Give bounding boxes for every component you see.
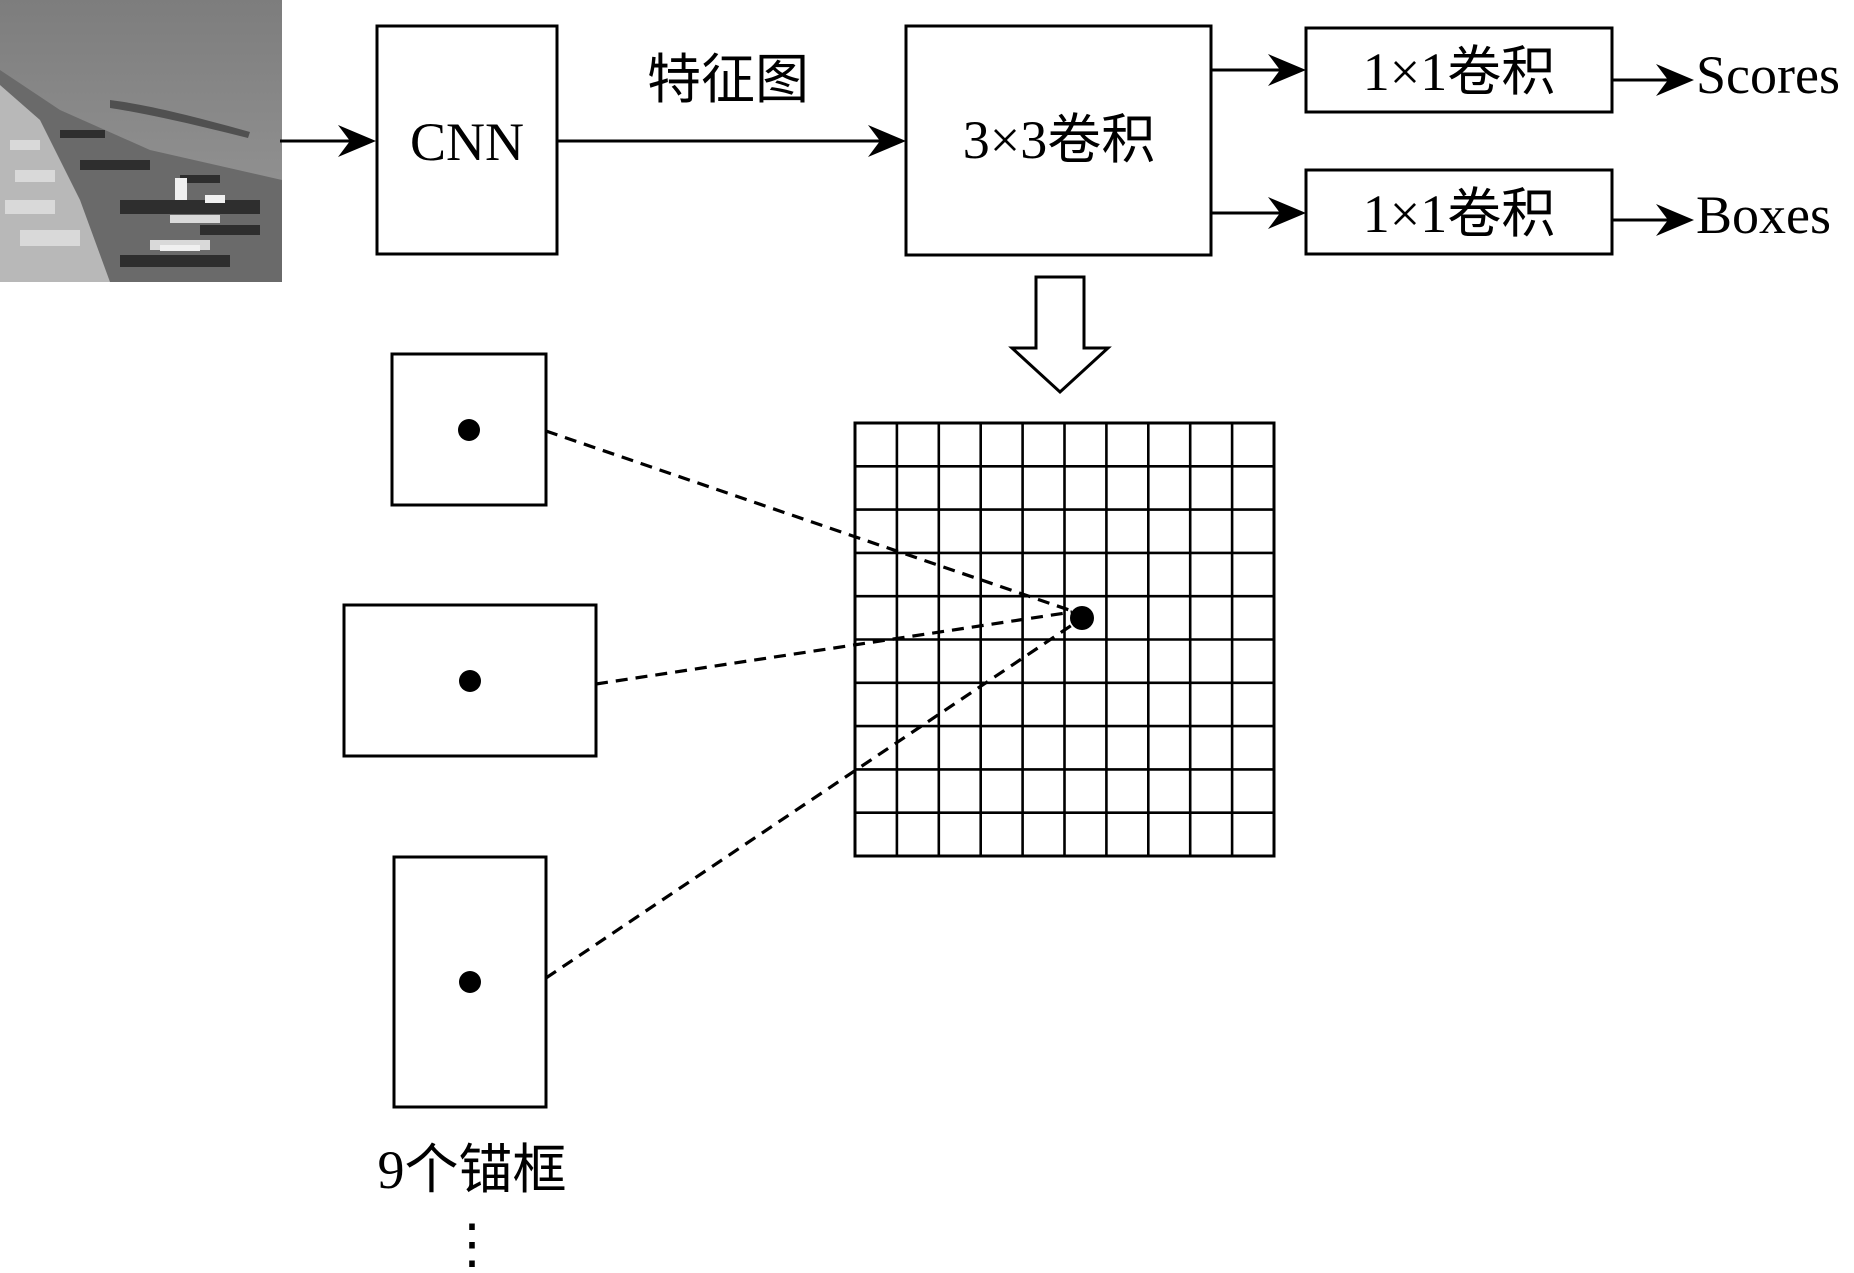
- connector-square: [545, 429, 1076, 614]
- anchor-connectors: [545, 429, 1076, 980]
- anchor-box-tall: [392, 855, 548, 1109]
- feature-map-grid: [853, 421, 1276, 858]
- anchor-center-tall: [459, 971, 481, 993]
- sliding-window-arrow: [1008, 275, 1112, 395]
- conv3x3-node: 3×3卷积: [904, 24, 1213, 257]
- anchors-continuation: ⋮: [445, 1214, 499, 1273]
- arrow-cnn-to-conv3x3: 特征图: [557, 50, 906, 157]
- anchor-center-square: [458, 419, 480, 441]
- arrow-to-scores: Scores: [1612, 45, 1840, 105]
- arrow-conv3x3-to-scores-conv: [1211, 54, 1306, 86]
- anchor-center-wide: [459, 670, 481, 692]
- boxes-label: Boxes: [1696, 185, 1831, 245]
- cnn-label: CNN: [410, 112, 524, 172]
- conv1x1-boxes-node: 1×1卷积: [1304, 168, 1614, 256]
- conv3x3-label: 3×3卷积: [963, 110, 1155, 170]
- connector-tall: [545, 623, 1073, 980]
- arrow-image-to-cnn: [280, 125, 376, 157]
- connector-wide: [595, 610, 1073, 686]
- feature-map-label: 特征图: [647, 50, 809, 110]
- arrow-to-boxes: Boxes: [1612, 185, 1831, 245]
- conv1x1-scores-label: 1×1卷积: [1363, 42, 1555, 102]
- grid-center-point: [1070, 606, 1094, 630]
- cnn-node: CNN: [375, 24, 559, 256]
- input-image: [0, 0, 282, 282]
- arrow-conv3x3-to-boxes-conv: [1211, 197, 1306, 229]
- conv1x1-scores-node: 1×1卷积: [1304, 26, 1614, 114]
- anchor-box-wide: [342, 603, 598, 758]
- anchors-caption: 9个锚框: [378, 1140, 567, 1200]
- conv1x1-boxes-label: 1×1卷积: [1363, 184, 1555, 244]
- scores-label: Scores: [1696, 45, 1840, 105]
- anchor-box-square: [390, 352, 548, 507]
